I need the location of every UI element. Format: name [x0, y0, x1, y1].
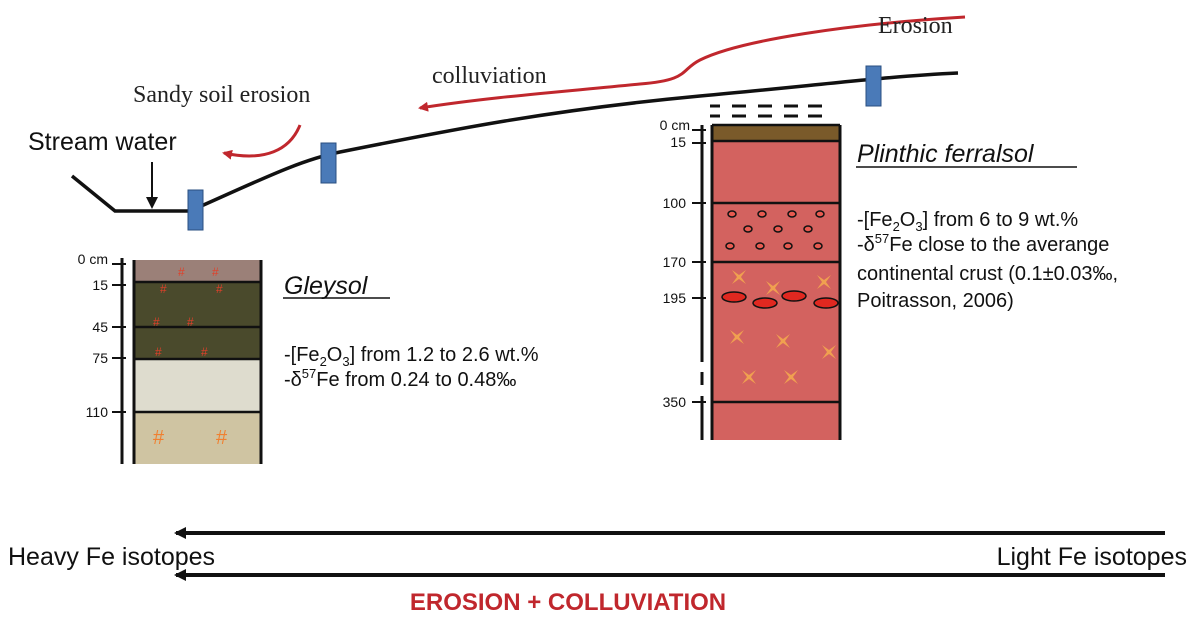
gleysol-mark: # [201, 345, 208, 359]
sandy-soil-erosion-label: Sandy soil erosion [133, 82, 310, 108]
colluviation-label: colluviation [432, 63, 547, 89]
gleysol-layer-110-plus [134, 412, 261, 464]
gleysol-depth-0: 0 cm [78, 251, 108, 267]
ferralsol-depth-350: 350 [663, 394, 687, 410]
gleysol-layer-45-75 [134, 327, 261, 359]
light-fe-label: Light Fe isotopes [997, 543, 1187, 571]
profile-marker-mid [320, 142, 337, 184]
gleysol-mark: # [216, 282, 223, 296]
erosion-label: Erosion [878, 13, 953, 39]
gleysol-mark: # [216, 427, 228, 449]
ferralsol-profile: 0 cm 15 100 170 195 350 [660, 104, 842, 440]
ferralsol-depth-195: 195 [663, 290, 687, 306]
gleysol-mark: # [212, 265, 219, 279]
erosion-colluviation-title: EROSION + COLLUVIATION [410, 589, 726, 616]
profile-marker-ferralsol [865, 65, 882, 107]
gleysol-layer-75-110 [134, 359, 261, 412]
gleysol-desc-fe2o3: -[Fe2O3] from 1.2 to 2.6 wt.% [284, 344, 539, 369]
stream-water-label: Stream water [28, 128, 177, 156]
ferralsol-layer-350-plus [712, 402, 840, 440]
ferralsol-depth-170: 170 [663, 254, 687, 270]
gleysol-layer-0-15 [134, 260, 261, 282]
heavy-fe-label: Heavy Fe isotopes [8, 543, 215, 571]
gleysol-desc-delta57fe: -δ57Fe from 0.24 to 0.48‰ [284, 366, 516, 391]
ferralsol-desc-crust: continental crust (0.1±0.03‰, [857, 263, 1118, 285]
ferralsol-title: Plinthic ferralsol [857, 140, 1035, 168]
ferralsol-desc-reference: Poitrasson, 2006) [857, 290, 1014, 312]
gleysol-mark: # [153, 315, 160, 329]
gleysol-depth-15: 15 [92, 277, 108, 293]
ferralsol-desc-delta57fe: -δ57Fe close to the averange [857, 231, 1109, 256]
gleysol-depth-45: 45 [92, 319, 108, 335]
ferralsol-layer-170-350 [712, 262, 840, 402]
gleysol-depth-110: 110 [86, 404, 109, 420]
erosion-arrow [418, 15, 966, 112]
gleysol-mark: # [160, 282, 167, 296]
gleysol-mark: # [187, 315, 194, 329]
ferralsol-layer-15-100 [712, 141, 840, 203]
gleysol-mark: # [153, 427, 165, 449]
gleysol-title: Gleysol [284, 272, 369, 300]
ferralsol-depth-15: 15 [670, 134, 686, 150]
sandy-erosion-arrow [222, 124, 302, 160]
ferralsol-depth-0: 0 cm [660, 117, 690, 133]
gleysol-layer-15-45 [134, 282, 261, 327]
ferralsol-depth-100: 100 [663, 195, 687, 211]
profile-marker-gleysol [187, 189, 204, 231]
ferralsol-desc-fe2o3: -[Fe2O3] from 6 to 9 wt.% [857, 209, 1078, 234]
gleysol-mark: # [178, 265, 185, 279]
gleysol-profile: 0 cm 15 45 75 110 # # # # # # # # # # [78, 251, 263, 464]
terrain-profile [70, 71, 959, 213]
ferralsol-layer-0-15 [712, 125, 840, 141]
gleysol-depth-75: 75 [92, 350, 108, 366]
gleysol-mark: # [155, 345, 162, 359]
